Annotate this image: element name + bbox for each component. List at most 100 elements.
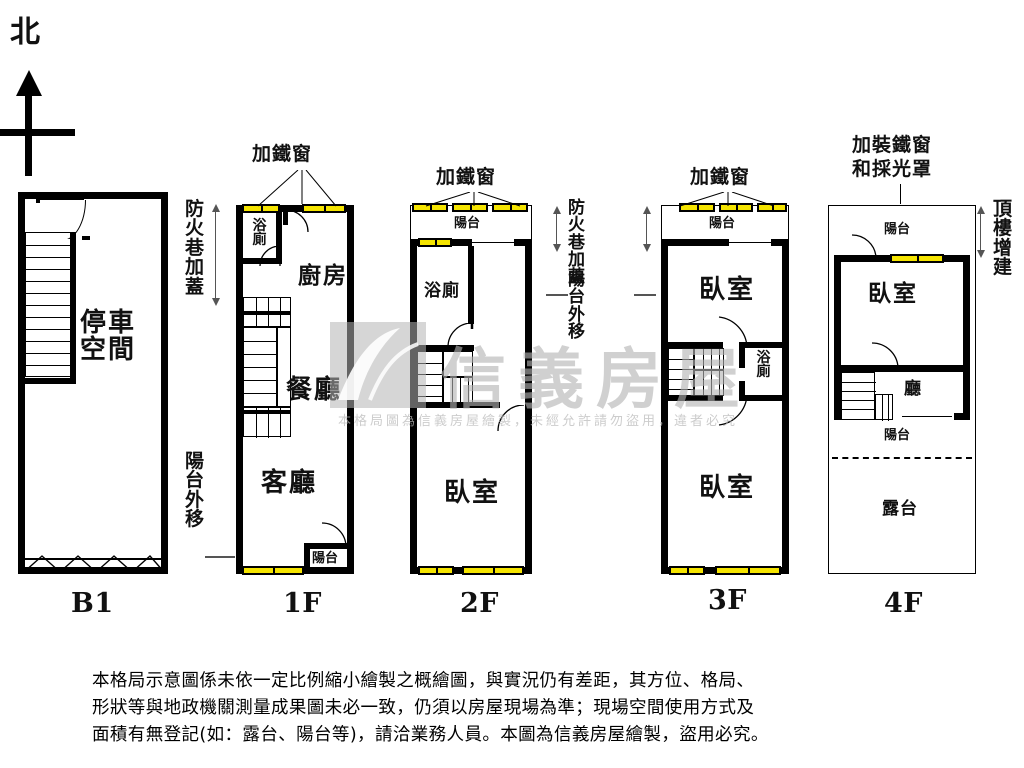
staircase-4f <box>841 372 893 421</box>
annotation-fire-lane-mid: 防火巷加蓋 <box>568 198 586 288</box>
annotation-balcony-move-mid: 陽台外移 <box>568 270 586 342</box>
door-hall-4f <box>871 342 899 368</box>
wall-kitchen-jamb <box>283 205 288 225</box>
staircase-2f <box>417 351 473 406</box>
room-label-balcony-mid-4f: 陽台 <box>884 428 911 443</box>
staircase-1f <box>243 297 291 438</box>
floor-label-b1: B1 <box>71 588 114 619</box>
annotation-iron-window-2f: 加鐵窗 <box>436 166 497 188</box>
annotation-4f-line2: 和採光罩 <box>852 158 933 180</box>
room-label-balcony-1f: 陽台 <box>312 551 339 566</box>
wall-stair-end <box>25 378 76 384</box>
wall-mid-right2-3f <box>739 395 789 401</box>
wall-top <box>18 192 168 199</box>
wall-balcony-left-1f <box>304 543 310 573</box>
annotation-4f-line1: 加裝鐵窗 <box>852 134 933 156</box>
wall-top-3f <box>661 239 789 246</box>
window-2f-top-a <box>412 203 448 212</box>
annotation-rooftop-addition-4f: 頂樓增建 <box>992 198 1013 279</box>
room-label-terrace-4f: 露台 <box>882 499 918 519</box>
door-jamb-b <box>82 236 90 240</box>
wall-bath-bottom-2f <box>410 345 474 351</box>
dim-line-left <box>215 208 216 300</box>
compass-label: 北 <box>10 15 40 50</box>
room-label-parking: 停車空間 <box>79 308 136 365</box>
opening-line-4f <box>902 416 952 418</box>
room-label-balcony-2f: 陽台 <box>454 216 481 231</box>
wall-mid-left2-3f <box>661 395 723 401</box>
door-bath-1f <box>259 246 281 267</box>
floor-b1: 停車空間 <box>18 192 168 574</box>
annotation-iron-window-3f: 加鐵窗 <box>690 166 751 188</box>
divider-terrace-4f <box>832 457 972 459</box>
dim-arrows-3f <box>643 206 651 252</box>
opening-line-3f <box>729 242 771 244</box>
disclaimer: 本格局示意圖係未依一定比例縮小繪製之概繪圖，與實況仍有差距，其方位、格局、 形狀… <box>92 668 942 749</box>
compass-horizontal-bar <box>0 129 75 136</box>
wall-stair-side <box>70 232 76 384</box>
north-arrow-icon <box>16 70 42 96</box>
door-lower-3f <box>718 395 748 426</box>
wall-bath-right-2f <box>468 246 474 324</box>
wall-bedroom-right-4f <box>963 255 970 371</box>
leader-lines-3f <box>679 192 775 207</box>
wall-hall-top-4f <box>834 365 970 372</box>
door-upper-3f <box>718 316 748 348</box>
staircase-3f <box>668 348 724 397</box>
room-label-bath-1f: 浴廁 <box>252 218 268 249</box>
room-label-bedroom-back-3f: 臥室 <box>699 473 756 503</box>
door-balcony-4f <box>851 234 877 258</box>
floor-4f: 陽台 臥室 廳 <box>828 205 976 574</box>
floor-label-1f: 1F <box>283 588 322 619</box>
dim-line-4f <box>980 210 981 252</box>
room-label-balcony-top-4f: 陽台 <box>884 222 911 237</box>
wall-bath-left-a-3f <box>739 348 745 368</box>
wall-balcony-top-1f <box>304 543 350 549</box>
room-label-balcony-3f: 陽台 <box>709 216 736 231</box>
annotation-fire-lane-left: 防火巷加蓋 <box>184 198 205 298</box>
dim-arrows-left <box>212 204 220 306</box>
outline-4f <box>828 205 976 574</box>
wall-mid-right-3f <box>739 342 789 348</box>
tick-left-balcony <box>205 556 235 558</box>
wall-left-3f <box>661 239 668 574</box>
leader-line-4f <box>900 184 902 204</box>
window-3f-bottom-b <box>715 566 781 575</box>
disclaimer-line-2: 形狀等與地政機關測量成果圖未必一致，仍須以房屋現場為準；現場空間使用方式及 <box>92 698 755 719</box>
leader-lines-1f <box>257 170 337 207</box>
room-label-dining-1f: 餐廳 <box>286 375 343 405</box>
tick-2f-balcony <box>546 294 568 296</box>
opening-line-2f <box>472 242 514 244</box>
wall-bath-bottom <box>243 258 282 264</box>
window-2f-top-c <box>492 203 528 212</box>
door-kitchen-1f <box>285 210 309 233</box>
floor-label-4f: 4F <box>884 588 923 619</box>
window-1f-top-left <box>242 204 280 213</box>
disclaimer-line-3: 面積有無登記(如：露台、陽台等)，請洽業務人員。本圖為信義房屋繪製，盜用必究。 <box>92 725 769 746</box>
room-label-hall-4f: 廳 <box>904 379 922 399</box>
wall-stair-bottom-2f <box>410 402 500 408</box>
floor-3f: 陽台 臥室 <box>661 203 789 575</box>
room-label-bedroom-front-3f: 臥室 <box>699 275 756 305</box>
wall-mid-left-3f <box>661 342 723 348</box>
floor-label-2f: 2F <box>460 588 499 619</box>
wall-top-2f <box>410 239 532 246</box>
wall-hall-bottom-r-4f <box>954 413 970 420</box>
annotation-iron-window-1f: 加鐵窗 <box>252 143 313 165</box>
door-balcony-1f <box>321 522 347 547</box>
window-2f-bottom-b <box>462 566 524 575</box>
window-3f-top-c <box>757 203 787 212</box>
wall-stair-mid-1f <box>243 311 291 315</box>
dim-line-3f <box>646 210 647 246</box>
floor-2f: 陽台 浴廁 <box>410 203 532 575</box>
window-3f-bottom-a <box>669 566 705 575</box>
window-2f-inner <box>418 238 452 247</box>
dim-arrows-4f <box>977 206 985 258</box>
leader-lines-2f <box>425 192 521 207</box>
room-label-bedroom-2f: 臥室 <box>444 478 501 508</box>
tick-3f-balcony <box>634 294 656 296</box>
annotation-balcony-move-left: 陽台外移 <box>184 450 205 531</box>
wall-right-3f <box>782 239 789 574</box>
room-label-bedroom-4f: 臥室 <box>868 281 918 307</box>
